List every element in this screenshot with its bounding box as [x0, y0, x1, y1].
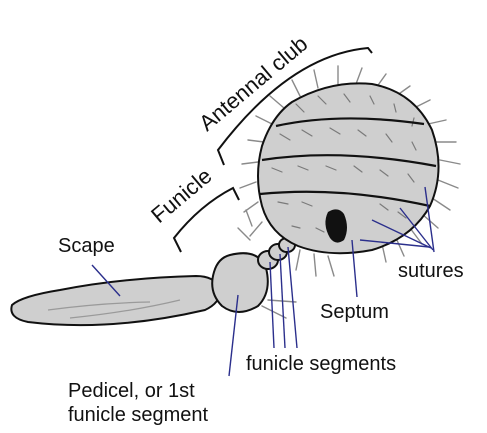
funicle-segments-label: funicle segments — [246, 353, 396, 375]
pedicel-label-line2: funicle segment — [68, 404, 209, 426]
pedicel-label-line1: Pedicel, or 1st — [68, 380, 195, 402]
antennal-club-body — [258, 83, 439, 253]
sutures-label: sutures — [398, 260, 464, 282]
scape-segment — [11, 276, 220, 325]
funicle-label: Funicle — [146, 163, 216, 228]
scape-label: Scape — [58, 235, 115, 257]
septum-label: Septum — [320, 301, 389, 323]
